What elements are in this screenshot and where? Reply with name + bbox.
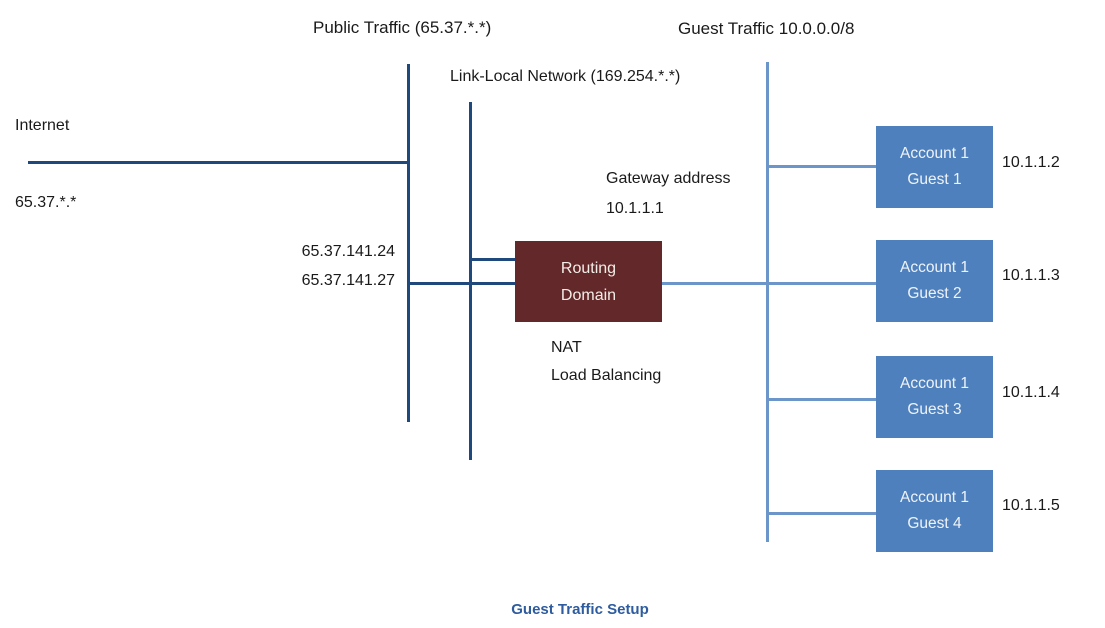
public-traffic-zone-label: Public Traffic (65.37.*.*) bbox=[313, 18, 492, 37]
gateway-address-value: 10.1.1.1 bbox=[606, 200, 664, 217]
public-ip-2-label: 65.37.141.27 bbox=[301, 272, 395, 289]
routing-domain-label-line1: Routing bbox=[560, 259, 617, 277]
guest-1-connector bbox=[766, 165, 876, 168]
gateway-address-label: Gateway address bbox=[606, 170, 731, 187]
internet-line bbox=[28, 161, 409, 164]
guest-4-box: Account 1 Guest 4 bbox=[876, 470, 993, 552]
routing-to-guest-connector bbox=[662, 282, 876, 285]
nat-service-label: NAT bbox=[551, 339, 582, 356]
guest-4-connector bbox=[766, 512, 876, 515]
guest-4-ip-label: 10.1.1.5 bbox=[1002, 497, 1060, 514]
guest-1-account-label: Account 1 bbox=[900, 145, 969, 162]
public-ip-1-label: 65.37.141.24 bbox=[301, 243, 395, 260]
internet-ip-range-label: 65.37.*.* bbox=[15, 194, 77, 211]
guest-4-name-label: Guest 4 bbox=[907, 515, 962, 532]
guest-1-name-label: Guest 1 bbox=[907, 171, 962, 188]
guest-3-ip-label: 10.1.1.4 bbox=[1002, 384, 1060, 401]
guest-2-box: Account 1 Guest 2 bbox=[876, 240, 993, 322]
guest-3-box: Account 1 Guest 3 bbox=[876, 356, 993, 438]
internet-label: Internet bbox=[15, 117, 70, 134]
guest-3-name-label: Guest 3 bbox=[907, 401, 962, 418]
diagram-caption: Guest Traffic Setup bbox=[511, 601, 649, 618]
guest-2-account-label: Account 1 bbox=[900, 259, 969, 276]
guest-1-ip-label: 10.1.1.2 bbox=[1002, 154, 1060, 171]
link-local-to-routing-connector bbox=[469, 258, 515, 261]
guest-3-connector bbox=[766, 398, 876, 401]
load-balancing-service-label: Load Balancing bbox=[551, 367, 662, 384]
guest-traffic-zone-label: Guest Traffic 10.0.0.0/8 bbox=[678, 19, 855, 38]
guest-3-account-label: Account 1 bbox=[900, 375, 969, 392]
guest-4-account-label: Account 1 bbox=[900, 489, 969, 506]
routing-domain-box: Routing Domain bbox=[515, 241, 662, 322]
guest-2-name-label: Guest 2 bbox=[907, 285, 962, 302]
public-to-routing-connector bbox=[407, 282, 515, 285]
public-traffic-network-line bbox=[407, 64, 410, 422]
routing-domain-label-line2: Domain bbox=[560, 286, 617, 304]
guest-1-box: Account 1 Guest 1 bbox=[876, 126, 993, 208]
guest-2-ip-label: 10.1.1.3 bbox=[1002, 267, 1060, 284]
link-local-network-line bbox=[469, 102, 472, 460]
link-local-zone-label: Link-Local Network (169.254.*.*) bbox=[450, 68, 681, 85]
guest-traffic-network-line bbox=[766, 62, 769, 542]
